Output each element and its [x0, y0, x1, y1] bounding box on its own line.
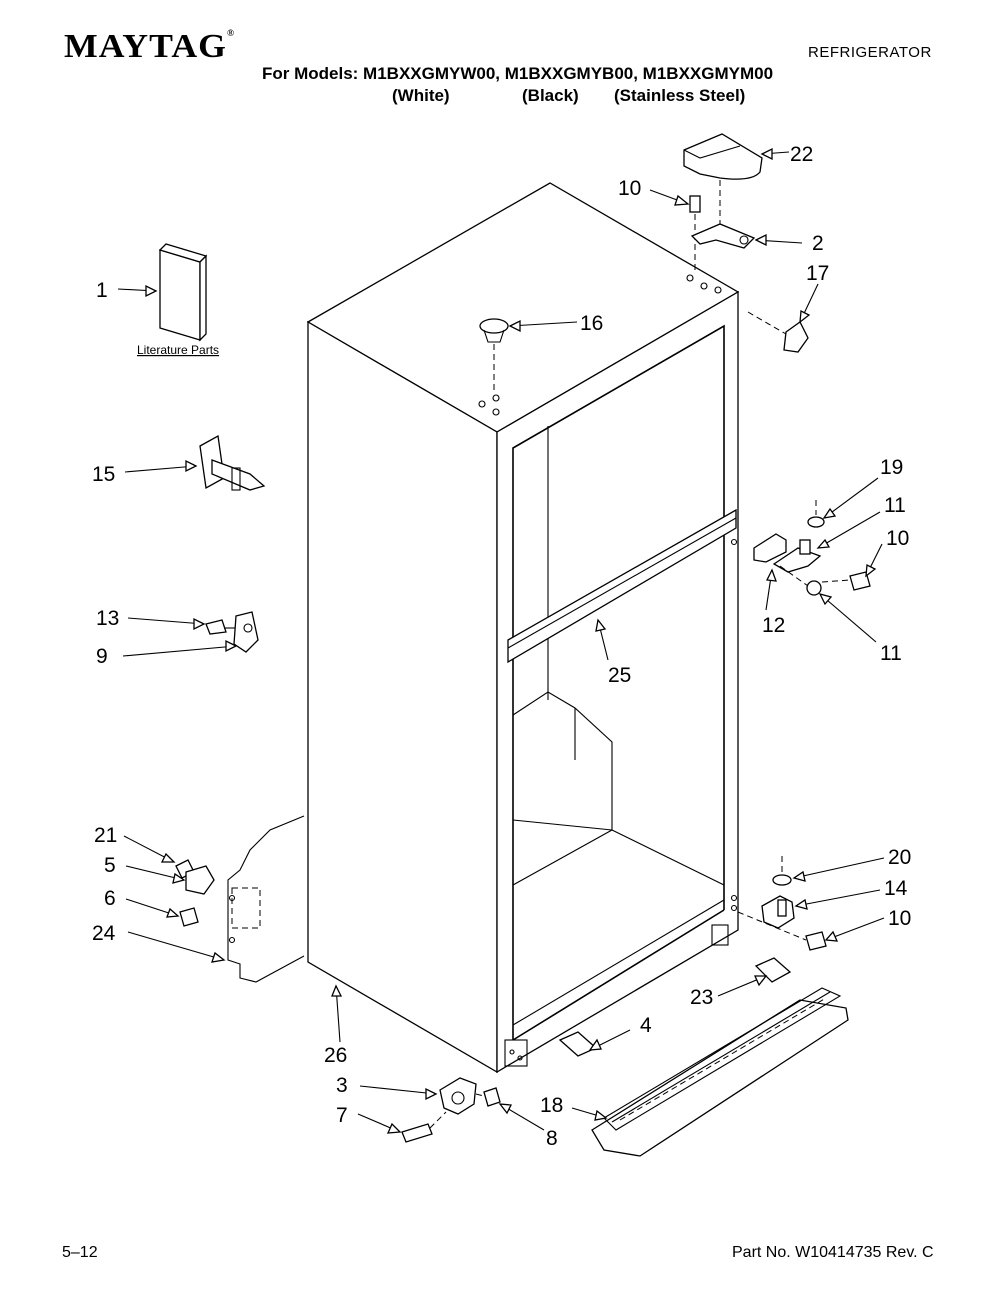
leader-lines — [117, 147, 885, 1134]
callout-19: 19 — [880, 456, 903, 479]
callout-13: 13 — [96, 607, 119, 630]
callout-9: 9 — [96, 645, 108, 668]
cabinet-shell — [306, 182, 740, 1074]
callout-6: 6 — [104, 887, 116, 910]
callout-22: 22 — [790, 143, 813, 166]
callout-21: 21 — [94, 824, 117, 847]
bottom-hinge-assembly — [737, 856, 827, 951]
top-hinge-cover — [683, 133, 763, 180]
callout-11-upper: 11 — [884, 494, 906, 517]
top-plug — [479, 318, 509, 394]
base-grille — [591, 987, 849, 1157]
top-hinge-assembly — [689, 180, 756, 270]
callout-25: 25 — [608, 664, 631, 687]
callout-10-top: 10 — [618, 177, 641, 200]
center-hinge-assembly — [753, 500, 871, 596]
callout-5: 5 — [104, 854, 116, 877]
callout-23: 23 — [690, 986, 713, 1009]
callout-18: 18 — [540, 1094, 563, 1117]
hinge-pin-cover — [747, 311, 809, 353]
callout-20: 20 — [888, 846, 911, 869]
front-roller-assembly — [401, 1077, 501, 1143]
bracket-screw — [205, 611, 259, 653]
callout-15: 15 — [92, 463, 115, 486]
document-type: REFRIGERATOR — [808, 44, 932, 61]
variant-black: (Black) — [522, 86, 579, 105]
center-mullion — [507, 508, 737, 664]
variant-stainless: (Stainless Steel) — [614, 86, 746, 105]
page-number: 5–12 — [62, 1244, 98, 1261]
callout-16: 16 — [580, 312, 603, 335]
callout-24: 24 — [92, 922, 116, 945]
part-number: Part No. W10414735 Rev. C — [732, 1244, 934, 1261]
callout-2: 2 — [812, 232, 824, 255]
callout-1: 1 — [96, 279, 108, 302]
callout-14: 14 — [884, 877, 908, 900]
door-stop — [199, 434, 266, 491]
literature-booklet — [158, 243, 208, 342]
callout-7: 7 — [336, 1104, 348, 1127]
callout-11-lower: 11 — [880, 642, 902, 665]
callout-17: 17 — [806, 262, 829, 285]
callout-12: 12 — [762, 614, 785, 637]
callout-10-bottom: 10 — [888, 907, 911, 930]
callout-4: 4 — [640, 1014, 652, 1037]
lower-left-hinge-plate — [175, 815, 305, 983]
callout-3: 3 — [336, 1074, 348, 1097]
literature-parts-label: Literature Parts — [137, 343, 219, 357]
registered-mark: ® — [226, 28, 236, 38]
models-line: For Models: M1BXXGMYW00, M1BXXGMYB00, M1… — [262, 64, 774, 83]
callout-8: 8 — [546, 1127, 558, 1150]
brand-logo: MAYTAG® — [64, 28, 235, 66]
variant-white: (White) — [392, 86, 450, 105]
brand-name: MAYTAG — [64, 28, 227, 65]
callout-26: 26 — [324, 1044, 347, 1067]
callout-10-middle: 10 — [886, 527, 909, 550]
